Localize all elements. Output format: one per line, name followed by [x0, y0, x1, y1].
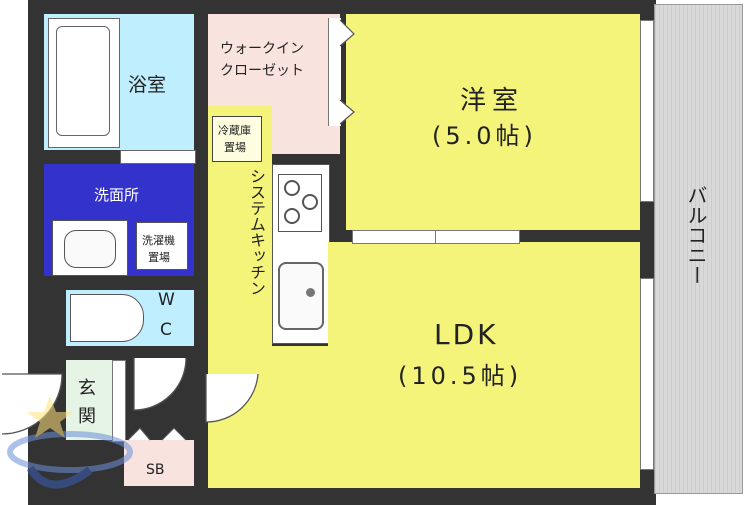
wc-door [133, 357, 187, 411]
wc-label-1: W [158, 290, 175, 310]
washer-label-1: 洗濯機 [142, 234, 175, 247]
western-room-label: 洋室 [460, 86, 525, 116]
sink-drain-icon [306, 288, 315, 297]
fridge-box [212, 116, 262, 162]
walk-in-closet-label-1: ウォークイン [220, 41, 304, 57]
logo-watermark-icon [7, 396, 133, 489]
western-room-size: (5.0帖) [432, 122, 537, 150]
ldk-label: LDK [434, 318, 499, 351]
washer-space [136, 222, 188, 270]
closet-fold-doors [339, 19, 355, 125]
bath-step [120, 150, 196, 164]
toilet [70, 294, 144, 342]
ldk-size: (10.5帖) [398, 362, 523, 390]
sink-basin [64, 230, 116, 268]
entrance [66, 360, 112, 440]
wc-label-2: C [160, 320, 172, 340]
shoe-box [124, 440, 194, 486]
closet-door [328, 18, 341, 126]
burner-1-icon [284, 180, 300, 196]
system-kitchen-floor [208, 164, 272, 352]
interior-sliding-door [352, 230, 520, 244]
bath-label: 浴室 [128, 74, 167, 96]
walk-in-closet-label-2: クローゼット [220, 63, 304, 79]
burner-3-icon [284, 208, 300, 224]
system-kitchen-label: システムキッチン [247, 168, 266, 296]
shoe-box-label: SB [146, 462, 165, 478]
window-ldk [640, 278, 654, 470]
entrance-label-2: 関 [78, 406, 96, 427]
western-room [346, 14, 640, 230]
entrance-label-1: 玄 [78, 378, 96, 399]
kitchen-sink [278, 262, 324, 330]
fridge-label-2: 置場 [224, 141, 246, 154]
hall-door [205, 373, 259, 423]
window-western-room [640, 20, 654, 202]
balcony-area [654, 4, 743, 494]
balcony-label: バルコニー [684, 185, 708, 285]
bathtub-inner [56, 26, 110, 136]
interior-sliding-door-split [435, 230, 436, 244]
washer-label-2: 置場 [148, 251, 170, 264]
shoe-box-doors [127, 427, 187, 441]
walk-in-closet [208, 14, 340, 106]
fridge-label-1: 冷蔵庫 [218, 124, 251, 137]
burner-2-icon [302, 194, 318, 210]
washroom-label: 洗面所 [94, 186, 140, 204]
ldk-room [328, 242, 640, 488]
